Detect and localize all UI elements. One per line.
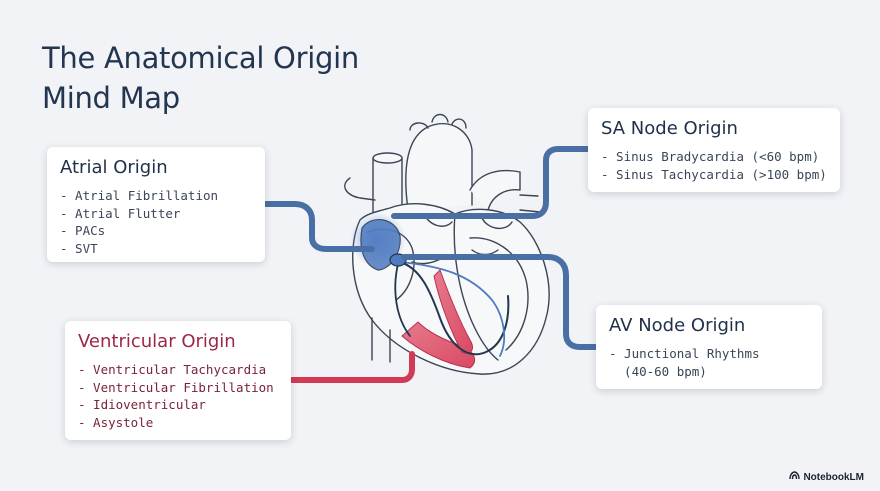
list-item: - SVT: [60, 240, 98, 256]
notebooklm-branding: NotebookLM: [789, 471, 864, 483]
title-line-2: Mind Map: [42, 81, 180, 115]
list-item: - Sinus Bradycardia (<60 bpm): [601, 149, 820, 164]
list-item: (40-60 bpm): [609, 363, 707, 379]
inferior-vena-cava: [371, 317, 391, 363]
page-title: The Anatomical Origin Mind Map: [42, 38, 462, 118]
connector-sa: [391, 146, 591, 219]
list-item: - Asystole: [78, 414, 154, 430]
bundle-right: [394, 263, 411, 337]
list-item: - Atrial Fibrillation: [60, 188, 219, 203]
ventricular-origin-card: Ventricular Origin - Ventricular Tachyca…: [65, 321, 291, 440]
av-node-origin-heading: AV Node Origin: [609, 315, 746, 336]
atrial-origin-list: - Atrial Fibrillation - Atrial Flutter -…: [60, 187, 252, 257]
connector-av: [401, 254, 599, 350]
connectors: [262, 146, 599, 383]
list-item: - Junctional Rhythms: [609, 346, 760, 361]
list-item: - Ventricular Fibrillation: [78, 379, 274, 395]
pulmonary-vein-left: [344, 177, 376, 201]
aorta-branch-3: [451, 118, 467, 129]
atrial-origin-card: Atrial Origin - Atrial Fibrillation - At…: [47, 147, 265, 262]
sa-node-origin-heading: SA Node Origin: [601, 118, 738, 139]
av-node-origin-card: AV Node Origin - Junctional Rhythms (40-…: [596, 305, 822, 389]
brand-label: NotebookLM: [803, 471, 864, 483]
ventricular-origin-heading: Ventricular Origin: [78, 331, 236, 352]
ventricular-region: [401, 321, 475, 369]
title-line-1: The Anatomical Origin: [42, 41, 359, 75]
av-node-origin-list: - Junctional Rhythms (40-60 bpm): [609, 345, 809, 380]
aorta-branch-1: [409, 122, 429, 131]
connector-atrial: [262, 201, 375, 252]
pulmonary-artery: [469, 169, 521, 211]
conduction-pathways: [394, 261, 510, 357]
list-item: - Idioventricular: [78, 397, 206, 412]
bundle-left-inner: [399, 261, 506, 357]
list-item: - Atrial Flutter: [60, 205, 181, 221]
pulmonary-vein-right: [519, 194, 541, 213]
aorta-branch-2: [431, 113, 449, 123]
list-item: - Sinus Tachycardia (>100 bpm): [601, 166, 827, 182]
notebooklm-icon: [789, 471, 801, 483]
connector-ventricular: [288, 351, 415, 383]
list-item: - Ventricular Tachycardia: [78, 362, 267, 377]
left-ventricle-wall: [469, 237, 529, 351]
ventricular-origin-list: - Ventricular Tachycardia - Ventricular …: [78, 361, 278, 431]
sa-node-origin-list: - Sinus Bradycardia (<60 bpm) - Sinus Ta…: [601, 148, 827, 183]
vena-cava-opening: [372, 152, 403, 164]
list-item: - PACs: [60, 223, 106, 238]
aorta: [405, 123, 473, 211]
sa-node-origin-card: SA Node Origin - Sinus Bradycardia (<60 …: [588, 108, 840, 192]
atrial-origin-heading: Atrial Origin: [60, 157, 168, 178]
